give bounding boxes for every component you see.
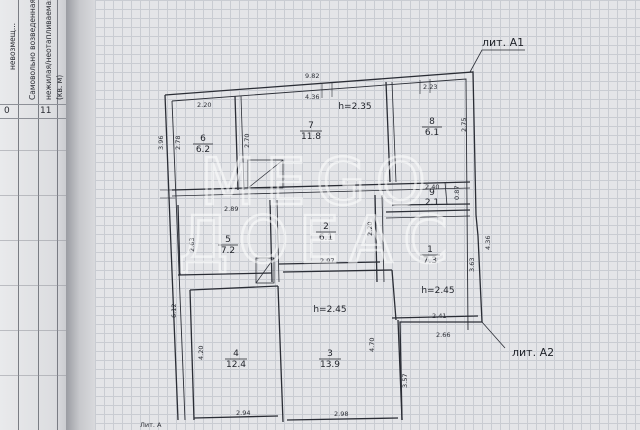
dim-top-total: 9.82 [305, 72, 319, 80]
dim-r9-w: 0.87 [453, 186, 461, 200]
room-7-area: 11.8 [301, 132, 321, 142]
dim-bottom-right: 3.57 [401, 374, 409, 388]
table-rule [0, 375, 66, 376]
dim-r1-bottom: 2.41 [432, 312, 446, 320]
room-2-number: 2 [323, 222, 329, 232]
room-1-number: 1 [427, 245, 433, 255]
dim-a2-bottom: 2.66 [436, 331, 450, 339]
dim-r6-right: 2.70 [243, 134, 251, 148]
room-6-area: 6.2 [196, 145, 210, 155]
label-lit-a1: лит. А1 [482, 36, 524, 49]
table-rule [0, 240, 66, 241]
room-5-number: 5 [225, 235, 231, 245]
table-page: Самовольно возведенная нежилая/неотаплив… [0, 0, 78, 430]
table-rule [0, 330, 66, 331]
dim-left-b: 2.78 [174, 136, 182, 150]
dim-r3-bottom: 2.98 [334, 410, 348, 418]
room-5-area: 7.2 [221, 246, 235, 256]
table-rule [0, 104, 66, 105]
watermark-line-2: ДОЕАС [178, 204, 457, 278]
dim-left-a: 3.96 [157, 136, 165, 150]
dim-left-low: 6.12 [170, 304, 178, 318]
room-6-number: 6 [200, 134, 206, 144]
height-room-7: h=2.35 [338, 102, 371, 112]
room-3-area: 13.9 [320, 360, 340, 370]
room-3-number: 3 [327, 349, 333, 359]
book-gutter [66, 0, 100, 430]
room-2-area: 6.1 [319, 233, 333, 243]
room-1-area: 7.3 [423, 256, 437, 266]
dim-r4-bottom: 2.94 [236, 409, 250, 417]
dim-r1-in: 3.63 [468, 258, 476, 272]
dim-r6-top: 2.20 [197, 101, 211, 109]
dim-r7-top: 4.36 [305, 93, 319, 101]
table-column-number: 11 [40, 106, 52, 116]
table-rule [0, 285, 66, 286]
dim-r8-right: 2.75 [460, 118, 468, 132]
room-4-number: 4 [233, 349, 239, 359]
label-lit-a2: лит. А2 [512, 346, 554, 359]
dim-r4-left: 4.20 [197, 346, 205, 360]
sheet-note: Лит. А [140, 421, 162, 429]
room-9-number: 9 [429, 188, 435, 198]
table-rule [57, 0, 58, 430]
dim-r2-mid: 2.20 [366, 222, 374, 236]
dim-r9-h: 2.40 [425, 183, 439, 191]
room-8-number: 8 [429, 117, 435, 127]
table-rule [0, 150, 66, 151]
watermark-line-1: MEGO [200, 146, 436, 220]
dim-r8-top: 2.23 [423, 83, 437, 91]
room-7-number: 7 [308, 121, 314, 131]
dim-r5-top: 2.89 [224, 205, 238, 213]
plan-page [95, 0, 640, 430]
height-room-3: h=2.45 [313, 305, 346, 315]
height-room-1: h=2.45 [421, 286, 454, 296]
room-8-area: 6.1 [425, 128, 439, 138]
table-rule [0, 118, 66, 119]
table-rule [0, 195, 66, 196]
table-column-number: 0 [4, 106, 10, 116]
room-4-area: 12.4 [226, 360, 246, 370]
table-rule [18, 0, 19, 430]
room-9-area: 2.1 [425, 198, 439, 208]
table-rule [38, 0, 39, 430]
dim-r3-top: 2.97 [320, 257, 334, 265]
dim-r5-left: 2.63 [188, 238, 196, 252]
dim-r1-right: 4.36 [484, 236, 492, 250]
dim-r3-right: 4.70 [368, 338, 376, 352]
